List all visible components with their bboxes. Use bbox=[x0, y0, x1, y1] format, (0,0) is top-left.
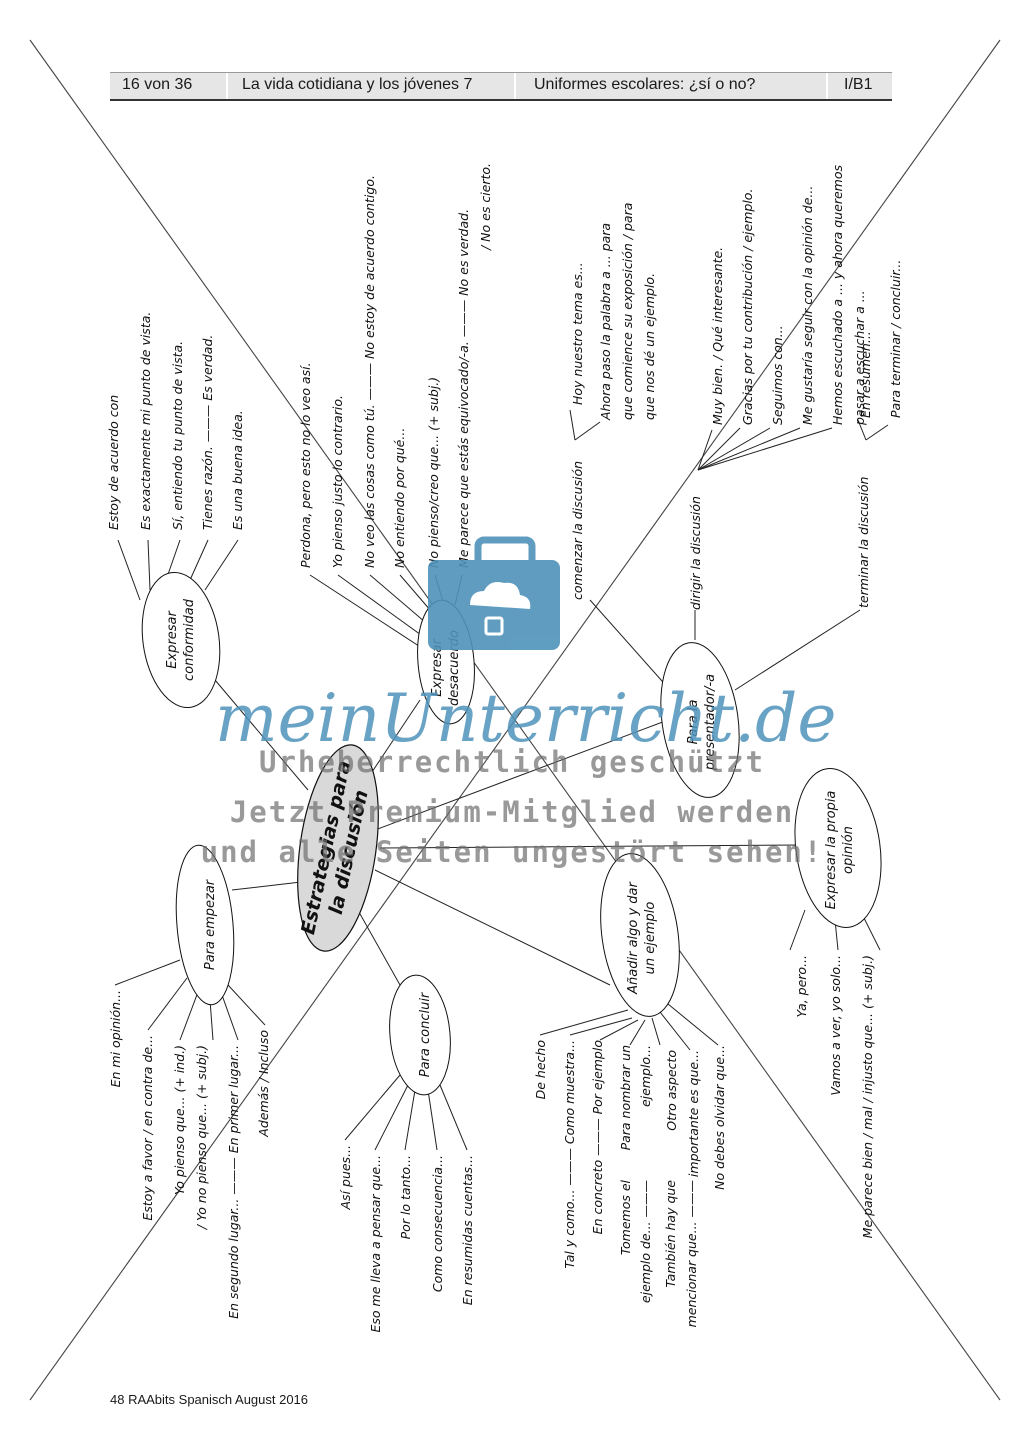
phrase: Eso me lleva a pensar que... bbox=[368, 1155, 383, 1332]
phrase: Estoy a favor / en contra de... bbox=[140, 1035, 155, 1221]
phrase: Me parece bien / mal / injusto que... (+… bbox=[860, 955, 875, 1238]
phrase: Yo pienso que... (+ ind.) bbox=[172, 1045, 187, 1195]
phrase: Tomemos el bbox=[618, 1179, 633, 1255]
node-concluir-label: Para concluir bbox=[418, 991, 433, 1077]
phrase: Tal y como... ——— Como muestra... bbox=[562, 1040, 577, 1269]
node-concluir bbox=[389, 974, 451, 1096]
phrase: Como consecuencia... bbox=[430, 1155, 445, 1292]
watermark-line: und alle Seiten ungestört sehen! bbox=[200, 835, 824, 869]
node-conformidad-label: Expresar bbox=[165, 610, 180, 669]
phrase: No veo las cosas como tú. ——— No estoy d… bbox=[362, 175, 377, 568]
phrase: importante es que... bbox=[686, 1050, 701, 1177]
phrase: ejemplo de... ——— bbox=[638, 1180, 653, 1303]
phrase: Gracias por tu contribución / ejemplo. bbox=[740, 189, 755, 425]
header-title: La vida cotidiana y los jóvenes 7 bbox=[242, 76, 473, 93]
header-divider bbox=[826, 73, 828, 99]
phrase: No debes olvidar que... bbox=[712, 1045, 727, 1190]
phrase: / Yo no pienso que... (+ subj.) bbox=[194, 1045, 209, 1230]
phrase: ejemplo... bbox=[638, 1045, 653, 1107]
header-divider bbox=[514, 73, 516, 99]
phrase: Estoy de acuerdo con bbox=[106, 395, 121, 530]
phrase: En resumen... bbox=[858, 331, 873, 418]
watermark-line: Jetzt Premium-Mitglied werden bbox=[229, 795, 795, 829]
node-opinion bbox=[794, 768, 882, 928]
phrase: Por lo tanto... bbox=[398, 1155, 413, 1239]
phrase: Es exactamente mi punto de vista. bbox=[138, 312, 153, 530]
phrase: Además / Incluso bbox=[256, 1030, 271, 1138]
phrase: En mi opinión... bbox=[108, 990, 123, 1087]
phrase: Yo pienso justo lo contrario. bbox=[330, 395, 345, 568]
header-code: I/B1 bbox=[844, 76, 873, 93]
phrase: En concreto ——— Por ejemplo bbox=[590, 1040, 605, 1235]
phrase: Perdona, pero esto no lo veo así. bbox=[298, 362, 313, 568]
phrase: Seguimos con... bbox=[770, 325, 785, 425]
presenter-label: comenzar la discusión bbox=[570, 461, 585, 600]
phrase: Me parece que estás equivocado/-a. ——— N… bbox=[456, 209, 471, 568]
node-presentador-label: presentador/-a bbox=[703, 674, 718, 771]
phrase: Tienes razón. ——— Es verdad. bbox=[200, 335, 215, 530]
node-empezar-label: Para empezar bbox=[203, 878, 218, 970]
phrase: Así pues... bbox=[338, 1145, 353, 1211]
phrase: Me gustaría seguir con la opinión de... bbox=[800, 186, 815, 425]
phrase: mencionar que... ——— bbox=[684, 1180, 699, 1327]
phrase: Ya, pero... bbox=[794, 955, 809, 1017]
watermark-line: Urheberrechtlich geschützt bbox=[259, 745, 765, 779]
phrase: También hay que bbox=[663, 1180, 678, 1288]
phrase: Otro aspecto bbox=[664, 1050, 679, 1131]
briefcase-icon bbox=[428, 536, 560, 650]
phrase: Vamos a ver, yo solo... bbox=[828, 955, 843, 1096]
node-conformidad-label: conformidad bbox=[182, 598, 197, 681]
page-number: 16 von 36 bbox=[122, 76, 193, 93]
phrase: En resumidas cuentas... bbox=[460, 1155, 475, 1305]
node-empezar bbox=[175, 844, 235, 1006]
connectors bbox=[114, 409, 889, 1151]
presenter-label: terminar la discusión bbox=[856, 476, 871, 608]
page-header: 16 von 36 La vida cotidiana y los jóvene… bbox=[110, 72, 892, 101]
node-desacuerdo-label: Expresar bbox=[430, 638, 445, 697]
phrase: En segundo lugar... ——— En primer lugar.… bbox=[226, 1045, 241, 1319]
phrase: Para nombrar un bbox=[618, 1045, 633, 1150]
phrase: De hecho bbox=[533, 1040, 548, 1100]
header-subtitle: Uniformes escolares: ¿sí o no? bbox=[534, 76, 756, 93]
phrase: No pienso/creo que... (+ subj.) bbox=[426, 377, 441, 568]
node-presentador bbox=[660, 642, 740, 798]
node-presentador-label: Para la bbox=[686, 700, 701, 745]
phrase: / No es cierto. bbox=[478, 163, 493, 251]
phrase: Muy bien. / Qué interesante. bbox=[710, 247, 725, 425]
phrase: No entiendo por qué... bbox=[392, 428, 407, 568]
page-footer: 48 RAAbits Spanisch August 2016 bbox=[110, 1392, 309, 1407]
phrase: Sí, entiendo tu punto de vista. bbox=[170, 341, 185, 530]
cross-line bbox=[29, 39, 1001, 1401]
phrase: Es una buena idea. bbox=[230, 410, 245, 530]
center-node bbox=[297, 744, 379, 952]
phrase: Hoy nuestro tema es... bbox=[570, 262, 585, 405]
node-anadir bbox=[600, 853, 680, 1017]
node-opinion-label: opinión bbox=[841, 826, 856, 874]
phrase: que comience su exposición / para bbox=[620, 203, 635, 420]
presenter-label: dirigir la discusión bbox=[688, 496, 703, 610]
node-anadir-label: un ejemplo bbox=[643, 902, 658, 975]
phrase: Para terminar / concluir... bbox=[888, 260, 903, 418]
node-conformidad bbox=[141, 571, 221, 709]
phrase: que nos dé un ejemplo. bbox=[642, 273, 657, 420]
phrase: Ahora paso la palabra a ... para bbox=[598, 223, 613, 421]
node-opinion-label: Expresar la propia bbox=[824, 791, 839, 910]
node-anadir-label: Añadir algo y dar bbox=[626, 880, 641, 994]
phrase: Hemos escuchado a ... y ahora queremos bbox=[830, 164, 845, 425]
phrase: pasar a escuchar a ... bbox=[852, 290, 867, 426]
watermark-brand: meinUnterricht.de bbox=[215, 680, 837, 757]
header-divider bbox=[226, 73, 228, 99]
